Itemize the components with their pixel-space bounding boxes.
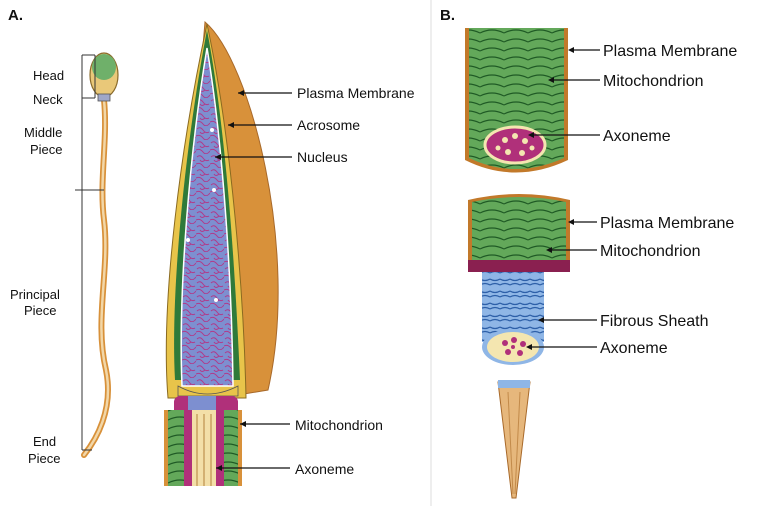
principal-piece-cross-section: [468, 194, 570, 365]
label-head-acrosome: Acrosome: [297, 117, 360, 133]
label-head-mitochondrion: Mitochondrion: [295, 417, 383, 433]
whole-sperm-illustration: [84, 53, 118, 455]
label-head-plasma-membrane: Plasma Membrane: [297, 85, 415, 101]
label-top-axoneme: Axoneme: [603, 128, 671, 145]
axoneme-section-top: [485, 127, 545, 163]
panel-a-label: A.: [8, 7, 23, 24]
label-head-nucleus: Nucleus: [297, 149, 348, 165]
label-principal-piece-1: Principal: [10, 287, 60, 302]
midpiece-cross-section: [465, 28, 568, 173]
label-end-piece-2: Piece: [28, 451, 61, 466]
label-mid-axoneme: Axoneme: [600, 340, 668, 357]
label-head: Head: [33, 68, 64, 83]
label-head-axoneme: Axoneme: [295, 461, 354, 477]
label-mid-fibrous-sheath: Fibrous Sheath: [600, 313, 709, 330]
region-bracket: [75, 55, 104, 450]
head-longitudinal-section: [164, 22, 278, 486]
label-end-piece-1: End: [33, 434, 56, 449]
label-mid-plasma-membrane: Plasma Membrane: [600, 215, 734, 232]
acrosome-cap: [92, 54, 116, 80]
label-principal-piece-2: Piece: [24, 303, 57, 318]
sperm-neck: [98, 94, 110, 101]
label-middle-piece-2: Piece: [30, 142, 63, 157]
label-mid-mitochondrion: Mitochondrion: [600, 243, 701, 260]
label-top-plasma-membrane: Plasma Membrane: [603, 43, 737, 60]
panel-b-label: B.: [440, 7, 455, 24]
end-piece-illustration: [498, 380, 530, 498]
label-neck: Neck: [33, 92, 63, 107]
label-middle-piece-1: Middle: [24, 125, 62, 140]
label-top-mitochondrion: Mitochondrion: [603, 73, 704, 90]
